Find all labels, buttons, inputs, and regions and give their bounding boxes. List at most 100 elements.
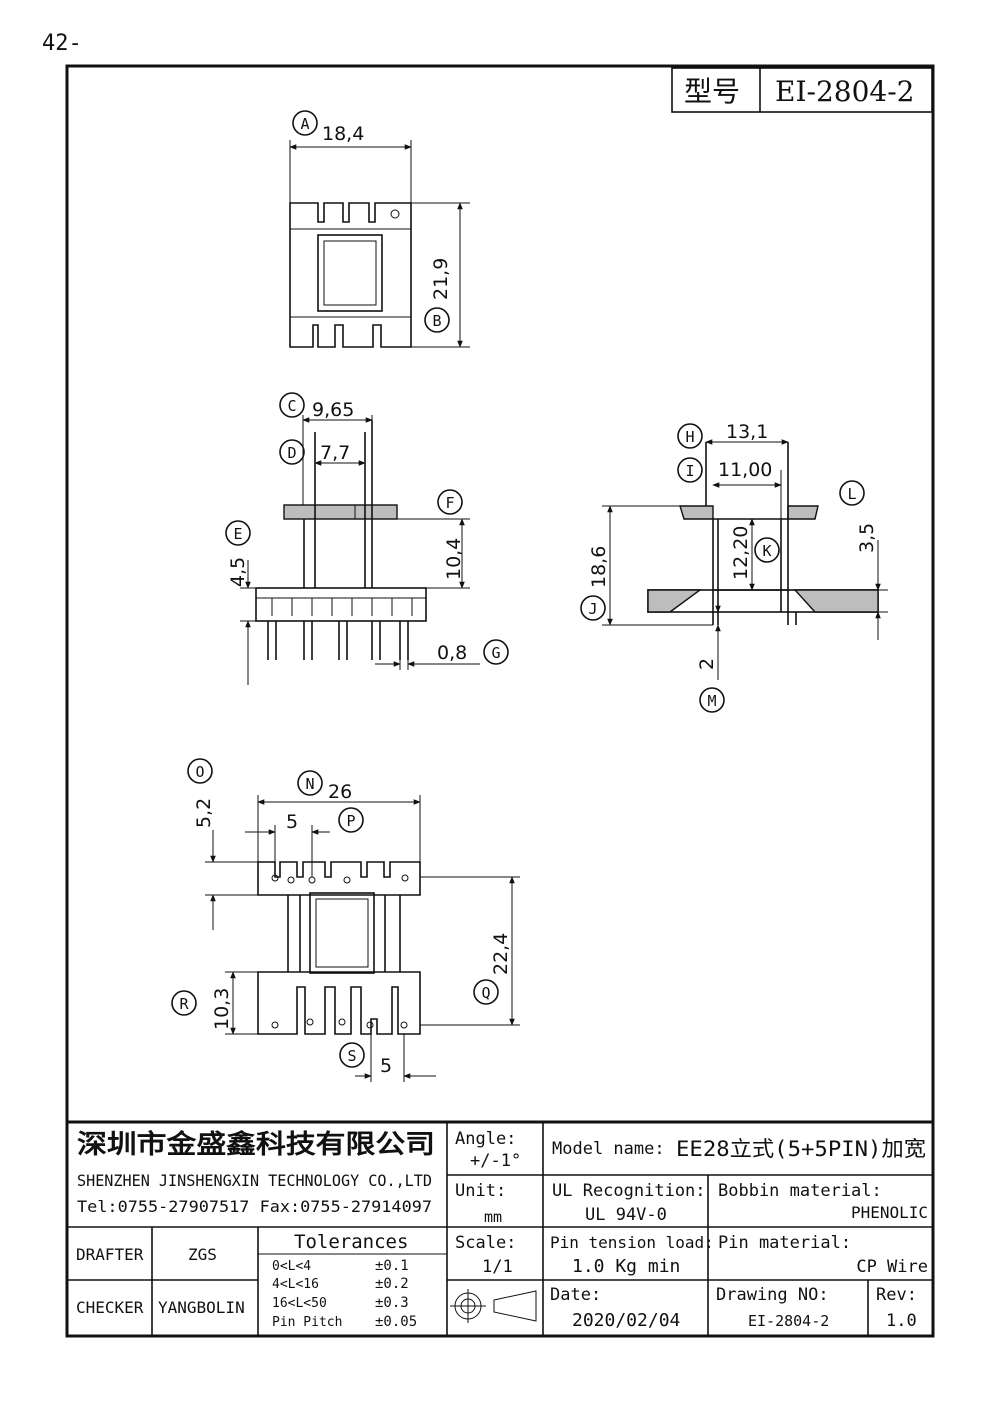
model-title-label: 型号	[684, 75, 740, 108]
svg-text:P: P	[346, 812, 355, 830]
drawing-no-value: EI-2804-2	[748, 1312, 829, 1330]
svg-text:11,00: 11,00	[718, 459, 772, 481]
unit-label: Unit:	[455, 1181, 506, 1201]
rev-label: Rev:	[876, 1285, 917, 1305]
drawing-no-label: Drawing NO:	[716, 1285, 829, 1305]
title-block: 深圳市金盛鑫科技有限公司 SHENZHEN JINSHENGXIN TECHNO…	[67, 1120, 933, 1336]
tolerance-value: ±0.05	[375, 1314, 417, 1330]
tolerance-value: ±0.1	[375, 1258, 409, 1274]
tolerance-range: 0<L<4	[272, 1259, 311, 1274]
top-view	[289, 140, 470, 348]
scale-label: Scale:	[455, 1233, 516, 1253]
page-mark: 42-	[42, 31, 82, 56]
svg-text:18,4: 18,4	[322, 123, 364, 145]
dim-D: D 7,7	[279, 439, 350, 465]
angle-value: +/-1°	[470, 1151, 521, 1171]
bobbin-material-value: PHENOLIC	[851, 1203, 928, 1222]
tolerance-value: ±0.3	[375, 1295, 409, 1311]
company-contact: Tel:0755-27907517 Fax:0755-27914097	[77, 1197, 432, 1216]
svg-text:G: G	[491, 644, 500, 662]
angle-label: Angle:	[455, 1129, 516, 1149]
ul-label: UL Recognition:	[552, 1181, 706, 1201]
svg-text:5,2: 5,2	[193, 798, 215, 828]
ul-value: UL 94V-0	[585, 1205, 667, 1225]
dim-M: M 2	[696, 658, 725, 713]
dim-I: I 11,00	[677, 457, 772, 483]
svg-text:13,1: 13,1	[726, 421, 768, 443]
pin-tension-label: Pin tension load:	[550, 1233, 714, 1252]
svg-text:E: E	[233, 525, 242, 543]
company-name-cn: 深圳市金盛鑫科技有限公司	[77, 1129, 435, 1160]
svg-text:B: B	[432, 312, 441, 330]
svg-text:M: M	[707, 692, 716, 710]
dim-G: G 0,8	[437, 639, 509, 665]
svg-text:9,65: 9,65	[312, 399, 354, 421]
svg-text:3,5: 3,5	[856, 523, 878, 553]
svg-text:R: R	[179, 995, 189, 1013]
dim-C: C 9,65	[279, 392, 354, 421]
pin-material-value: CP Wire	[856, 1257, 928, 1277]
svg-text:4,5: 4,5	[227, 557, 249, 587]
dim-S: S 5	[339, 1042, 392, 1077]
svg-text:26: 26	[328, 781, 352, 803]
dim-K: K 12,20	[730, 526, 780, 580]
dim-H: H 13,1	[677, 421, 768, 449]
svg-text:7,7: 7,7	[320, 442, 350, 464]
drafter-label: DRAFTER	[76, 1245, 144, 1264]
dim-J: J 18,6	[580, 546, 610, 621]
bobbin-material-label: Bobbin material:	[718, 1181, 882, 1201]
dim-A: A 18,4	[292, 110, 364, 145]
svg-text:21,9: 21,9	[430, 258, 452, 300]
svg-text:F: F	[445, 494, 454, 512]
svg-text:22,4: 22,4	[490, 933, 512, 975]
unit-value: mm	[484, 1208, 502, 1226]
date-label: Date:	[550, 1285, 601, 1305]
tolerance-range: Pin Pitch	[272, 1315, 342, 1330]
checker-value: YANGBOLIN	[158, 1298, 245, 1317]
svg-text:S: S	[347, 1047, 356, 1065]
tolerance-value: ±0.2	[375, 1276, 409, 1292]
model-name-label: Model name:	[552, 1139, 665, 1159]
svg-text:Q: Q	[481, 984, 490, 1002]
tolerances-title: Tolerances	[294, 1231, 408, 1253]
svg-text:N: N	[305, 775, 314, 793]
svg-text:I: I	[685, 462, 694, 480]
svg-text:10,4: 10,4	[443, 538, 465, 580]
svg-text:K: K	[762, 542, 771, 560]
svg-text:C: C	[287, 397, 296, 415]
tolerance-range: 16<L<50	[272, 1296, 327, 1311]
dim-P: P 5	[286, 807, 364, 833]
dim-N: N 26	[297, 770, 352, 803]
svg-text:J: J	[588, 600, 597, 618]
dim-L: L 3,5	[839, 480, 878, 553]
pin-material-label: Pin material:	[718, 1233, 851, 1253]
svg-text:L: L	[847, 485, 856, 503]
dim-E: E 4,5	[225, 520, 251, 587]
scale-value: 1/1	[482, 1257, 513, 1277]
drafter-value: ZGS	[188, 1245, 217, 1264]
svg-text:A: A	[300, 115, 309, 133]
side-view	[602, 439, 888, 680]
company-name-en: SHENZHEN JINSHENGXIN TECHNOLOGY CO.,LTD	[77, 1171, 432, 1190]
svg-text:12,20: 12,20	[730, 526, 752, 580]
date-value: 2020/02/04	[572, 1310, 680, 1331]
dim-B: B 21,9	[424, 258, 452, 333]
svg-text:D: D	[287, 444, 296, 462]
model-title-box: 型号 EI-2804-2	[671, 67, 933, 113]
svg-text:18,6: 18,6	[588, 546, 610, 588]
dim-F: F 10,4	[437, 489, 465, 580]
bottom-view	[205, 795, 520, 1082]
svg-text:H: H	[685, 428, 694, 446]
checker-label: CHECKER	[76, 1298, 144, 1317]
dim-O: O 5,2	[187, 758, 215, 828]
svg-text:5: 5	[286, 811, 298, 833]
svg-text:10,3: 10,3	[211, 988, 233, 1030]
svg-text:2: 2	[696, 658, 718, 670]
svg-text:0,8: 0,8	[437, 642, 467, 664]
model-name-value: EE28立式(5+5PIN)加宽	[676, 1137, 926, 1161]
tolerance-range: 4<L<16	[272, 1277, 319, 1292]
border-frame	[65, 64, 935, 1338]
svg-text:O: O	[195, 763, 204, 781]
